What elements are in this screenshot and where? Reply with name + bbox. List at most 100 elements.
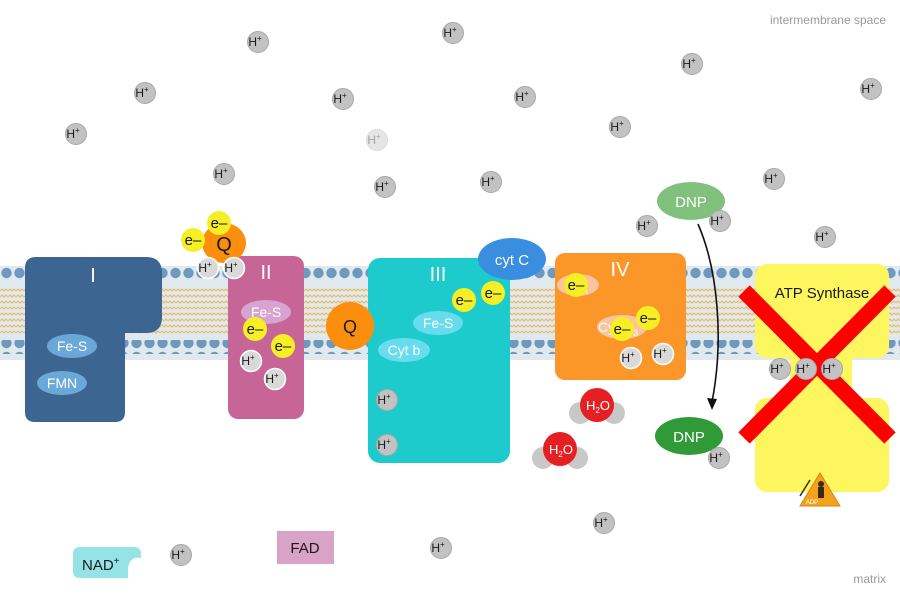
proton-label: H+	[594, 515, 608, 530]
proton-label: H+	[214, 166, 228, 181]
electron: e–	[564, 273, 588, 297]
proton: H+	[263, 367, 287, 391]
proton-label: H+	[764, 171, 778, 186]
complex-iii-cyt-b-label: Cyt b	[388, 342, 421, 358]
electron: e–	[207, 211, 231, 235]
proton-label: H+	[443, 25, 457, 40]
fad-label: FAD	[290, 540, 319, 557]
complex-iii-fe-s-cluster	[413, 311, 463, 335]
proton: H+	[814, 226, 836, 248]
proton-label: H+	[796, 361, 810, 376]
proton: H+	[430, 537, 452, 559]
proton: H+	[763, 168, 785, 190]
proton-label: H+	[815, 229, 829, 244]
electron-label: e–	[275, 338, 292, 355]
proton: H+	[374, 176, 396, 198]
proton-label: H+	[481, 174, 495, 189]
complex-i-fmn-label: FMN	[47, 375, 77, 391]
proton: H+	[376, 434, 398, 456]
electron-label: e–	[614, 321, 631, 338]
proton-label: H+	[224, 260, 238, 275]
dnp-outside-label: DNP	[675, 194, 707, 211]
atp-synthase-label: ATP Synthase	[775, 285, 870, 302]
proton: H+	[593, 512, 615, 534]
proton-label: H+	[682, 56, 696, 71]
proton-label: H+	[377, 392, 391, 407]
proton: H+	[134, 82, 156, 104]
ubiquinone-membrane: Q	[326, 302, 374, 350]
proton-label: H+	[431, 540, 445, 555]
proton: H+	[636, 215, 658, 237]
electron: e–	[452, 288, 476, 312]
electron: e–	[636, 306, 660, 330]
electron-label: e–	[568, 277, 585, 294]
proton-label: H+	[135, 85, 149, 100]
proton: H+	[222, 256, 246, 280]
proton-label: H+	[822, 361, 836, 376]
proton-label: H+	[709, 450, 723, 465]
complex-iv-label: IV	[611, 259, 631, 281]
complex-ii-label: II	[260, 262, 271, 284]
proton-label: H+	[861, 81, 875, 96]
water-molecule-2: H2O	[532, 432, 588, 469]
electron-label: e–	[456, 292, 473, 309]
proton-label: H+	[375, 179, 389, 194]
electron: e–	[610, 317, 634, 341]
complex-iii: III Fe-S Cyt b	[368, 258, 510, 463]
electron-label: e–	[247, 321, 264, 338]
proton: H+	[821, 358, 843, 380]
complex-iii-label: III	[430, 264, 447, 286]
electron-label: e–	[485, 285, 502, 302]
dnp-transport-arrow	[697, 223, 719, 410]
proton-label: H+	[770, 361, 784, 376]
proton: H+	[514, 86, 536, 108]
ubiquinone-membrane-label: Q	[343, 317, 357, 337]
intermembrane-space-label: intermembrane space	[770, 13, 886, 27]
fad: FAD	[277, 531, 334, 564]
proton-label: H+	[66, 126, 80, 141]
electron-label: e–	[640, 310, 657, 327]
proton: H+	[239, 349, 263, 373]
proton-label: H+	[610, 119, 624, 134]
proton-label: H+	[333, 91, 347, 106]
electrons: e– e– e– e– e– e– e– e– e–	[181, 211, 660, 358]
electron: e–	[271, 334, 295, 358]
complex-i-fe-s-cluster	[47, 334, 97, 358]
complex-i-fmn-cluster	[37, 371, 87, 395]
proton: H+	[619, 346, 643, 370]
proton: H+	[860, 78, 882, 100]
water-1-label: H2O	[586, 398, 610, 415]
dnp-inside: DNP	[655, 417, 723, 455]
protons: H+ H+ H+ H+ H+ H+ H+ H+ H+ H+ H+ H+ H+ H+ H+ H+ H+ H+ H+ H+…	[65, 22, 882, 566]
proton: H+	[651, 342, 675, 366]
dnp-inside-label: DNP	[673, 429, 705, 446]
proton: H+	[609, 116, 631, 138]
proton: H+	[247, 31, 269, 53]
proton-label: H+	[637, 218, 651, 233]
complex-i-label: I	[90, 265, 96, 287]
matrix-label: matrix	[853, 572, 886, 586]
proton-label: H+	[265, 371, 279, 386]
proton-label: H+	[621, 350, 635, 365]
atp-synthase: ATP Synthase ADP	[738, 264, 896, 507]
complex-i: I Fe-S FMN	[25, 257, 162, 422]
complex-iii-fe-s-label: Fe-S	[423, 315, 453, 331]
proton-label: H+	[171, 547, 185, 562]
proton: H+	[170, 544, 192, 566]
nad-plus: NAD+	[73, 547, 141, 578]
cytochrome-c-label: cyt C	[495, 252, 529, 269]
proton: H+	[681, 53, 703, 75]
proton-label: H+	[241, 353, 255, 368]
proton: H+	[708, 447, 730, 469]
cytochrome-c: cyt C	[478, 238, 546, 280]
proton-label: H+	[377, 437, 391, 452]
nad-plus-label: NAD+	[82, 556, 120, 574]
electron-label: e–	[211, 215, 228, 232]
proton-label: H+	[248, 34, 262, 49]
water-2-label: H2O	[549, 442, 573, 459]
electron: e–	[181, 228, 205, 252]
proton: H+	[480, 171, 502, 193]
proton: H+	[709, 210, 731, 232]
atp-synthase-block-x	[738, 285, 896, 444]
